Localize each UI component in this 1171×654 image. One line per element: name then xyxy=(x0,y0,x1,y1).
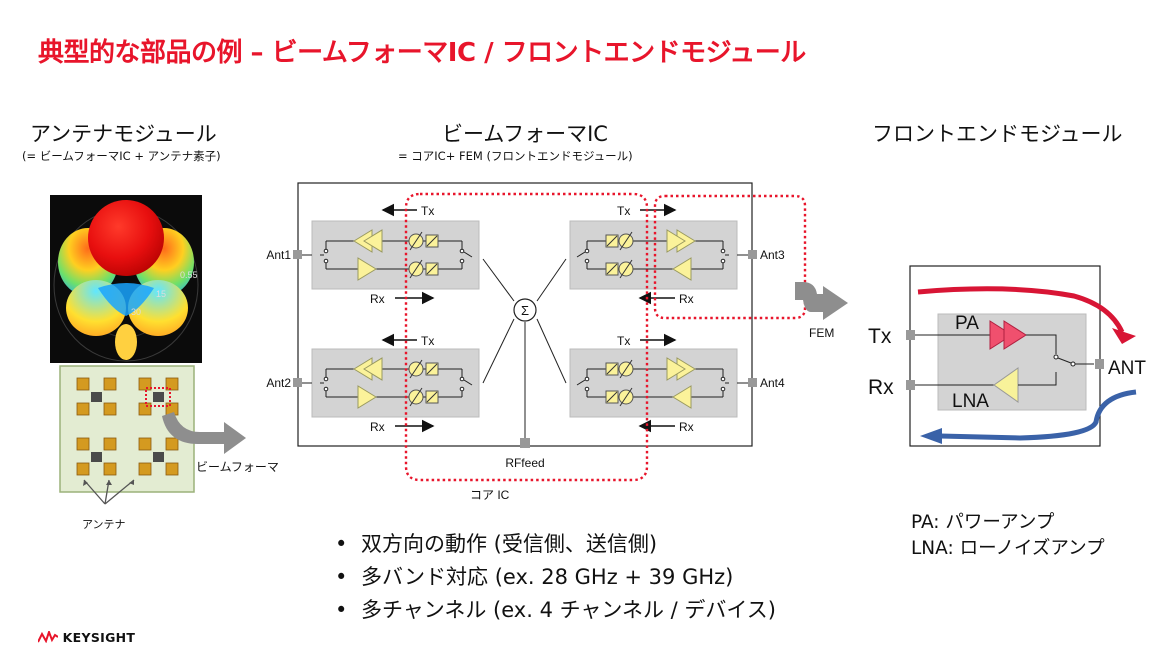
sigma-label: Σ xyxy=(521,303,529,318)
rx-label-3: Rx xyxy=(679,292,694,306)
ant2-label: Ant2 xyxy=(266,376,291,390)
ant4-pad xyxy=(748,378,757,387)
fem-lna-label: LNA xyxy=(952,391,989,412)
channel-block-1 xyxy=(302,220,480,290)
brand: KEYSIGHT xyxy=(37,629,136,645)
fem-ant-label: ANT xyxy=(1108,358,1146,379)
bullet-item: •多バンド対応 (ex. 28 GHz + 39 GHz) xyxy=(335,565,734,589)
rx-label-1: Rx xyxy=(370,292,385,306)
tx-flow-arrow xyxy=(917,286,1125,334)
tx-label-3: Tx xyxy=(617,204,630,218)
legend-lna: LNA: ローノイズアンプ xyxy=(911,538,1105,559)
fem-ant-pad xyxy=(1095,359,1104,369)
bullet-item: •多チャンネル (ex. 4 チャンネル / デバイス) xyxy=(335,598,776,622)
brand-name: KEYSIGHT xyxy=(62,630,136,645)
pattern-label-2: 15 xyxy=(156,289,166,299)
fem-tx-label: Tx xyxy=(868,325,892,348)
ant2-pad xyxy=(293,378,302,387)
ant1-label: Ant1 xyxy=(266,248,291,262)
pattern-label-3: 30 xyxy=(131,307,141,317)
ant1-pad xyxy=(293,250,302,259)
antenna-label: アンテナ xyxy=(82,518,126,531)
rx-label-2: Rx xyxy=(370,420,385,434)
sigma-combiner xyxy=(513,298,537,322)
fem-tx-pad xyxy=(906,330,915,340)
pa-amp-1 xyxy=(989,320,1013,350)
beamformer-ic-subtitle: = コアIC+ FEM (フロントエンドモジュール) xyxy=(398,149,633,163)
back-lobe xyxy=(115,324,137,360)
tr-switch xyxy=(1053,354,1094,367)
antenna-module-subtitle: (= ビームフォーマIC + アンテナ素子) xyxy=(22,149,221,163)
beamformer-arrow xyxy=(162,412,246,454)
fem-pa-label: PA xyxy=(955,313,979,334)
rx-flow-arrow xyxy=(939,389,1137,441)
main-lobe xyxy=(88,200,164,276)
beamformer-ic-title: ビームフォーマIC xyxy=(442,122,608,146)
ant3-label: Ant3 xyxy=(760,248,785,262)
channel-blocks xyxy=(302,220,748,418)
fem-diagram: Tx Rx PA LNA ANT xyxy=(868,265,1146,447)
ant3-pad xyxy=(748,250,757,259)
antenna-module-title: アンテナモジュール xyxy=(30,122,217,146)
legend-pa: PA: パワーアンプ xyxy=(911,512,1055,533)
channel-block-3 xyxy=(569,220,748,290)
rx-label-4: Rx xyxy=(679,420,694,434)
tx-label-4: Tx xyxy=(617,334,630,348)
channel-block-4 xyxy=(569,348,748,418)
core-ic-label: コア IC xyxy=(470,488,510,502)
antenna-module-figure: 0.55 15 30 xyxy=(50,195,246,505)
core-ic-region xyxy=(404,192,649,482)
fem-legend: PA: パワーアンプ LNA: ローノイズアンプ xyxy=(911,510,1105,562)
tx-label-1: Tx xyxy=(421,204,434,218)
fem-rx-pad xyxy=(906,380,915,390)
feature-bullets: •双方向の動作 (受信側、送信側) •多バンド対応 (ex. 28 GHz + … xyxy=(335,528,776,627)
tx-label-2: Tx xyxy=(421,334,434,348)
rf-feed-label: RFfeed xyxy=(505,456,544,470)
ant4-label: Ant4 xyxy=(760,376,785,390)
fem-label: FEM xyxy=(809,326,834,340)
keysight-logo-icon xyxy=(37,629,59,644)
beamformer-highlight xyxy=(145,387,171,407)
pa-amp-2 xyxy=(1003,320,1027,350)
fem-rx-label: Rx xyxy=(868,376,894,399)
bullet-item: •双方向の動作 (受信側、送信側) xyxy=(335,532,658,556)
beamformer-ic-diagram: Σ RFfeed Ant1 Ant2 Ant3 Ant4 Tx Rx Tx Rx… xyxy=(266,182,848,502)
pattern-label-1: 0.55 xyxy=(180,270,198,280)
fem-title: フロントエンドモジュール xyxy=(872,122,1123,146)
fem-region xyxy=(653,194,807,320)
beamformer-label: ビームフォーマ xyxy=(196,460,279,474)
channel-block-2 xyxy=(302,348,480,418)
rf-feed-pad xyxy=(520,438,530,448)
slide-title: 典型的な部品の例 – ビームフォーマIC / フロントエンドモジュール xyxy=(38,38,806,68)
fem-arrow xyxy=(795,282,848,320)
combiner: Σ xyxy=(482,258,567,448)
